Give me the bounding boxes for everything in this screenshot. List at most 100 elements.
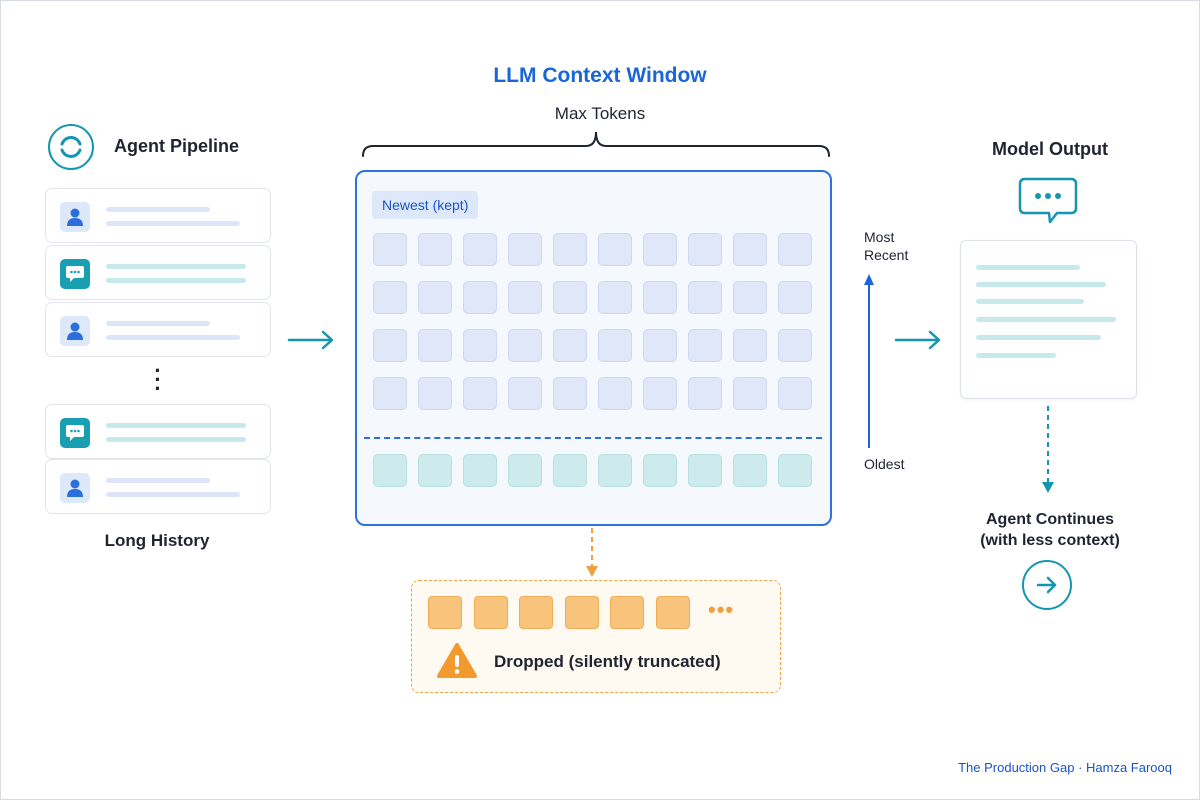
history-item (45, 188, 271, 243)
kept-token (508, 281, 542, 314)
max-tokens-brace (362, 131, 830, 157)
history-text-line (106, 278, 246, 283)
most-recent-label-line2: Recent (864, 247, 909, 263)
kept-token (643, 377, 677, 410)
dropped-token (519, 596, 553, 629)
user-icon (60, 202, 90, 232)
history-text-line (106, 221, 240, 226)
agent-pipeline-title: Agent Pipeline (114, 136, 240, 156)
pipeline-to-window-arrow (287, 330, 334, 350)
agent-continues-label: Agent Continues (with less context) (960, 509, 1140, 551)
history-item (45, 459, 271, 514)
kept-token (418, 377, 452, 410)
kept-token (508, 329, 542, 362)
chat-bubble-icon (60, 259, 90, 289)
window-to-dropped-arrow (586, 528, 598, 577)
oldest-token (418, 454, 452, 487)
warning-icon (437, 643, 477, 678)
kept-token (733, 377, 767, 410)
most-recent-label: Most Recent (864, 228, 908, 264)
dropped-token (473, 596, 508, 629)
kept-token (778, 281, 812, 314)
history-text-line (106, 437, 246, 442)
history-text-line (106, 335, 240, 340)
kept-token (643, 281, 677, 314)
dropped-token (428, 596, 462, 629)
history-text-line (106, 492, 240, 497)
kept-token (463, 233, 497, 266)
output-to-continue-arrow (1042, 406, 1054, 493)
kept-token (688, 377, 722, 410)
oldest-token (778, 454, 812, 487)
dropped-ellipsis: ••• (708, 597, 735, 622)
kept-token (598, 377, 632, 410)
kept-token (778, 377, 812, 410)
speech-bubble-icon (1018, 177, 1078, 224)
user-icon (60, 473, 90, 503)
kept-token (598, 329, 632, 362)
agent-continues-line1: Agent Continues (986, 511, 1114, 528)
newest-kept-chip: Newest (kept) (372, 191, 479, 219)
dropped-label: Dropped (silently truncated) (494, 652, 721, 671)
model-output-title: Model Output (992, 139, 1108, 159)
long-history-label: Long History (104, 531, 210, 550)
history-item (45, 245, 271, 300)
dropped-token (610, 596, 644, 629)
history-text-line (106, 423, 246, 428)
kept-token (373, 329, 407, 362)
oldest-label: Oldest (864, 456, 905, 472)
oldest-token (553, 454, 587, 487)
kept-token (373, 233, 407, 266)
kept-token (553, 281, 587, 314)
kept-token (688, 329, 722, 362)
kept-token (418, 233, 452, 266)
kept-token (688, 233, 722, 266)
kept-token (733, 233, 767, 266)
kept-token (778, 329, 812, 362)
kept-token (463, 377, 497, 410)
continue-button[interactable] (1022, 560, 1072, 610)
kept-token (643, 329, 677, 362)
output-text-line (976, 317, 1116, 322)
most-recent-label-line1: Most (864, 229, 895, 245)
kept-token (418, 281, 452, 314)
kept-token (508, 233, 542, 266)
max-tokens-label: Max Tokens (554, 104, 646, 123)
kept-token (553, 233, 587, 266)
credit-text: The Production Gap · Hamza Farooq (958, 760, 1172, 775)
history-text-line (106, 321, 210, 326)
output-text-line (976, 282, 1106, 287)
kept-token (598, 233, 632, 266)
kept-token (778, 233, 812, 266)
oldest-token (733, 454, 767, 487)
window-to-output-arrow (894, 330, 941, 350)
history-text-line (106, 478, 210, 483)
output-text-line (976, 353, 1056, 358)
kept-token (463, 281, 497, 314)
user-icon (60, 316, 90, 346)
history-text-line (106, 264, 246, 269)
arrow-right-icon (1036, 576, 1057, 594)
chat-bubble-icon (60, 418, 90, 448)
kept-token (373, 281, 407, 314)
model-output-card (960, 240, 1137, 399)
kept-token (508, 377, 542, 410)
oldest-token (688, 454, 722, 487)
kept-token (553, 329, 587, 362)
history-item (45, 302, 271, 357)
oldest-token (598, 454, 632, 487)
kept-token (733, 281, 767, 314)
output-text-line (976, 265, 1080, 270)
history-item (45, 404, 271, 459)
kept-token (598, 281, 632, 314)
kept-token (418, 329, 452, 362)
output-text-line (976, 299, 1084, 304)
dropped-token (655, 596, 690, 629)
oldest-token (463, 454, 497, 487)
truncation-divider (364, 437, 822, 439)
kept-token (553, 377, 587, 410)
kept-token (373, 377, 407, 410)
kept-token (463, 329, 497, 362)
diagram-title: LLM Context Window (493, 64, 707, 87)
history-text-line (106, 207, 210, 212)
